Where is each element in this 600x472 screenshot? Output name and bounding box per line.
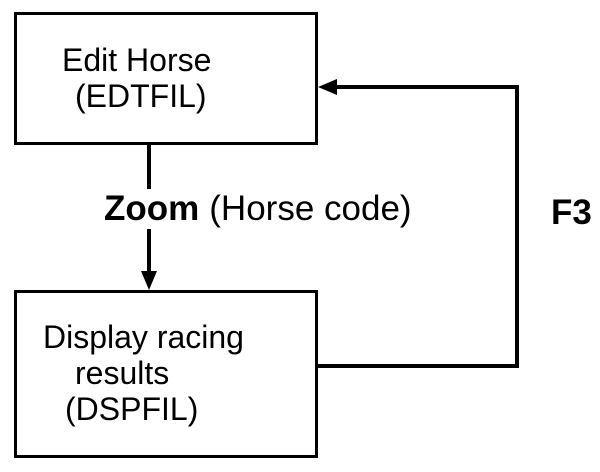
- f3-key-label: F3: [551, 193, 592, 233]
- f3-return-line-vertical: [515, 85, 519, 368]
- display-box-line2: results: [75, 355, 170, 391]
- f3-return-line-top: [337, 85, 519, 89]
- f3-return-line-bottom: [318, 364, 519, 368]
- edit-horse-box-line2: (EDTFIL): [75, 78, 207, 114]
- zoom-label-detail: (Horse code): [209, 189, 412, 228]
- display-box-line3: (DSPFIL): [65, 391, 199, 427]
- left-arrowhead-icon: [318, 79, 337, 95]
- down-arrowhead-icon: [141, 271, 157, 290]
- zoom-transition-label: Zoom(Horse code): [104, 189, 416, 229]
- display-box-line1: Display racing: [43, 319, 244, 355]
- display-racing-results-box: Display racing results (DSPFIL): [14, 290, 318, 458]
- edit-horse-box: Edit Horse (EDTFIL): [14, 12, 318, 145]
- edit-horse-box-line1: Edit Horse: [62, 42, 212, 78]
- zoom-label-keyword: Zoom: [104, 189, 200, 228]
